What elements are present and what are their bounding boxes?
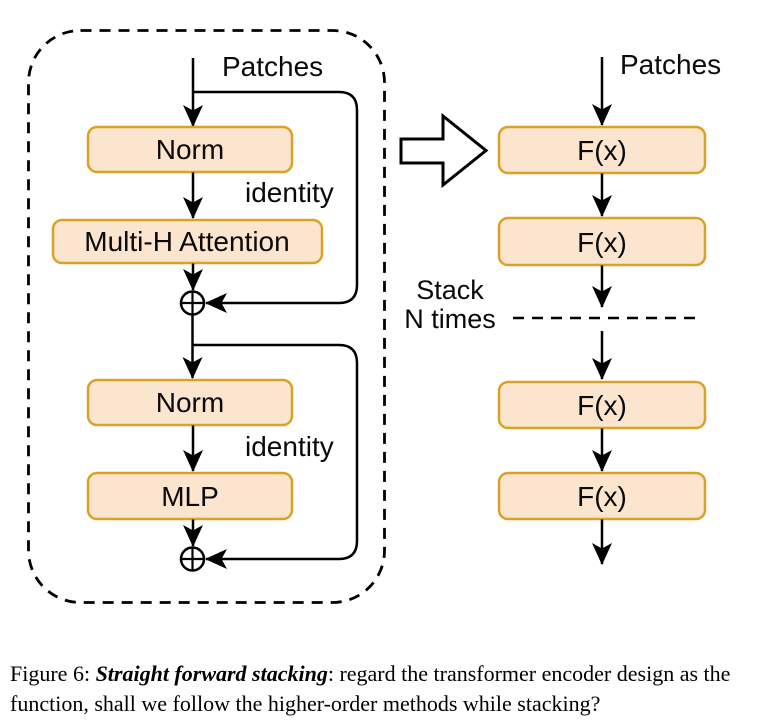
add-icon-2 bbox=[179, 546, 206, 572]
fx-label-3: F(x) bbox=[577, 390, 627, 421]
fx-label-1: F(x) bbox=[577, 135, 627, 166]
stack-label-line1: Stack bbox=[416, 275, 484, 305]
fx-box-1 bbox=[497, 125, 707, 175]
implies-arrow-icon bbox=[399, 112, 489, 189]
multi-head-attention-label: Multi-H Attention bbox=[84, 226, 289, 257]
skip-connection-1 bbox=[193, 90, 359, 313]
patches-label-left: Patches bbox=[222, 51, 323, 82]
figure-caption: Figure 6: Straight forward stacking: reg… bbox=[10, 659, 767, 719]
norm-box-1 bbox=[86, 125, 294, 174]
stack-label-line2: N times bbox=[404, 304, 496, 334]
multi-head-attention-box bbox=[51, 218, 324, 265]
mlp-box bbox=[86, 471, 294, 521]
norm-label-1: Norm bbox=[156, 134, 224, 165]
identity-label-1: identity bbox=[245, 177, 334, 208]
figure-diagram: Patches Norm identity Multi-H Attention bbox=[27, 29, 721, 604]
encoder-detail-panel: Patches Norm identity Multi-H Attention bbox=[27, 29, 386, 604]
caption-rest: : regard the transformer encoder design … bbox=[10, 661, 731, 716]
patches-label-right: Patches bbox=[620, 49, 721, 80]
fx-box-3 bbox=[497, 380, 707, 430]
norm-label-2: Norm bbox=[156, 387, 224, 418]
fx-box-4 bbox=[497, 471, 707, 521]
fx-box-2 bbox=[497, 216, 707, 267]
skip-connection-2 bbox=[193, 343, 359, 569]
fx-label-2: F(x) bbox=[577, 227, 627, 258]
norm-box-2 bbox=[86, 378, 294, 427]
fx-label-4: F(x) bbox=[577, 481, 627, 512]
identity-label-2: identity bbox=[245, 431, 334, 462]
stacked-function-panel: Patches F(x) F(x) Stack N times F(x) F(x… bbox=[404, 49, 721, 565]
add-icon-1 bbox=[179, 290, 206, 316]
encoder-boundary-dashed-box bbox=[27, 29, 386, 604]
mlp-label: MLP bbox=[161, 481, 219, 512]
caption-prefix: Figure 6: bbox=[10, 661, 96, 686]
caption-emphasis: Straight forward stacking bbox=[95, 661, 328, 686]
